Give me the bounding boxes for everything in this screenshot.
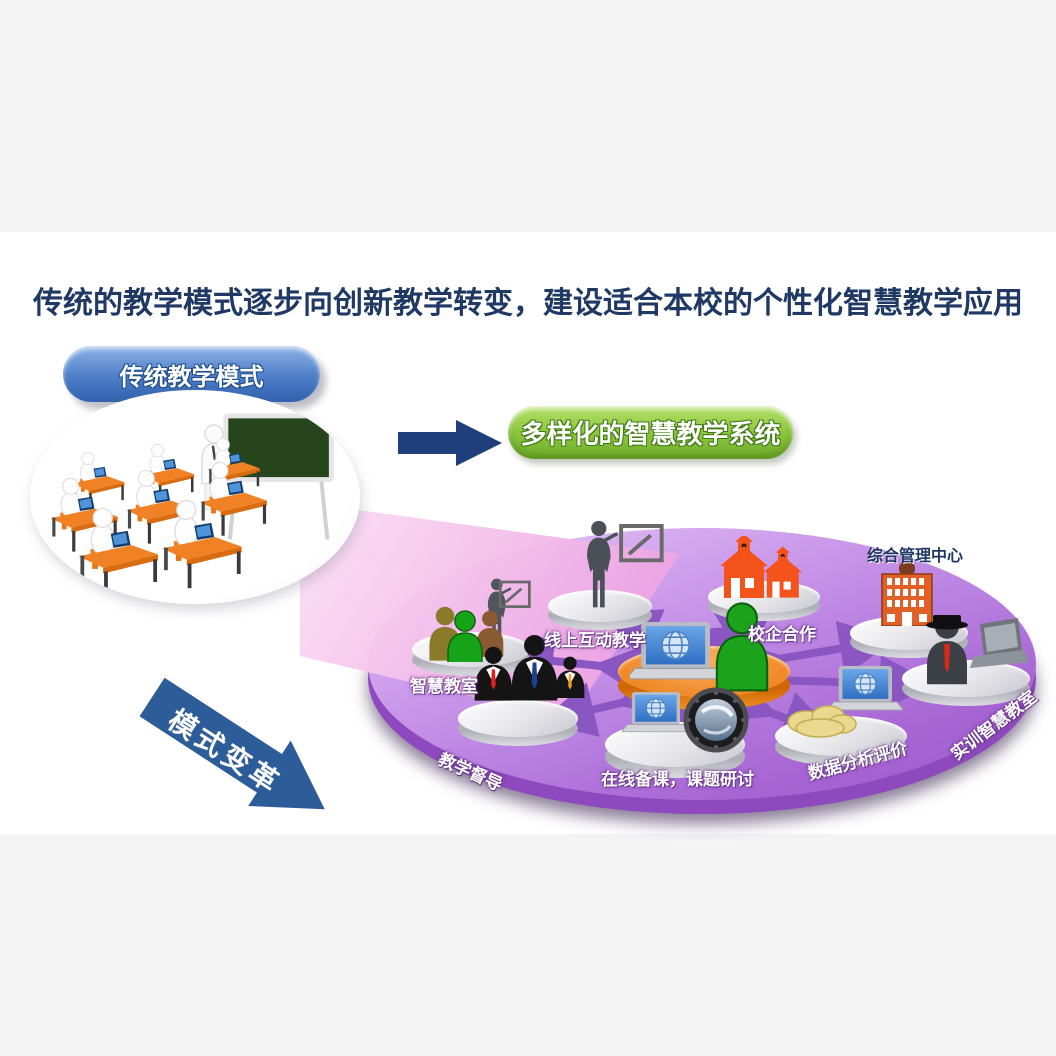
node-online-prep-label: 在线备课，课题研讨 (601, 770, 754, 789)
node-management-center-label: 综合管理中心 (867, 548, 964, 565)
laptop-lens-icon (622, 687, 749, 753)
smart-system-label: 多样化的智慧教学系统 (520, 419, 781, 449)
school-buildings-icon (720, 536, 802, 598)
top-gray-band (0, 0, 1056, 232)
mode-transform-arrow: 模式变革 (131, 664, 348, 843)
classroom-bubble (30, 390, 360, 604)
smart-system-pill: 多样化的智慧教学系统 (508, 406, 793, 459)
presenter-board-icon (587, 520, 664, 608)
node-online-interactive-label: 线上互动教学 (544, 631, 646, 650)
bottom-gray-band (0, 834, 1056, 1056)
node-smart-classroom-label: 智慧教室 (410, 677, 478, 696)
office-building-icon (881, 562, 933, 626)
node-school-enterprise-label: 校企合作 (748, 625, 816, 644)
slide-title: 传统的教学模式逐步向创新教学转变，建设适合本校的个性化智慧教学应用 (33, 287, 1023, 320)
block-arrow-icon (139, 677, 325, 810)
person-laptop-icon (926, 615, 1028, 685)
classroom-illustration (50, 413, 334, 597)
traditional-mode-label: 传统教学模式 (119, 363, 264, 391)
traditional-mode-pill: 传统教学模式 (63, 346, 320, 402)
right-arrow-icon (398, 420, 502, 466)
